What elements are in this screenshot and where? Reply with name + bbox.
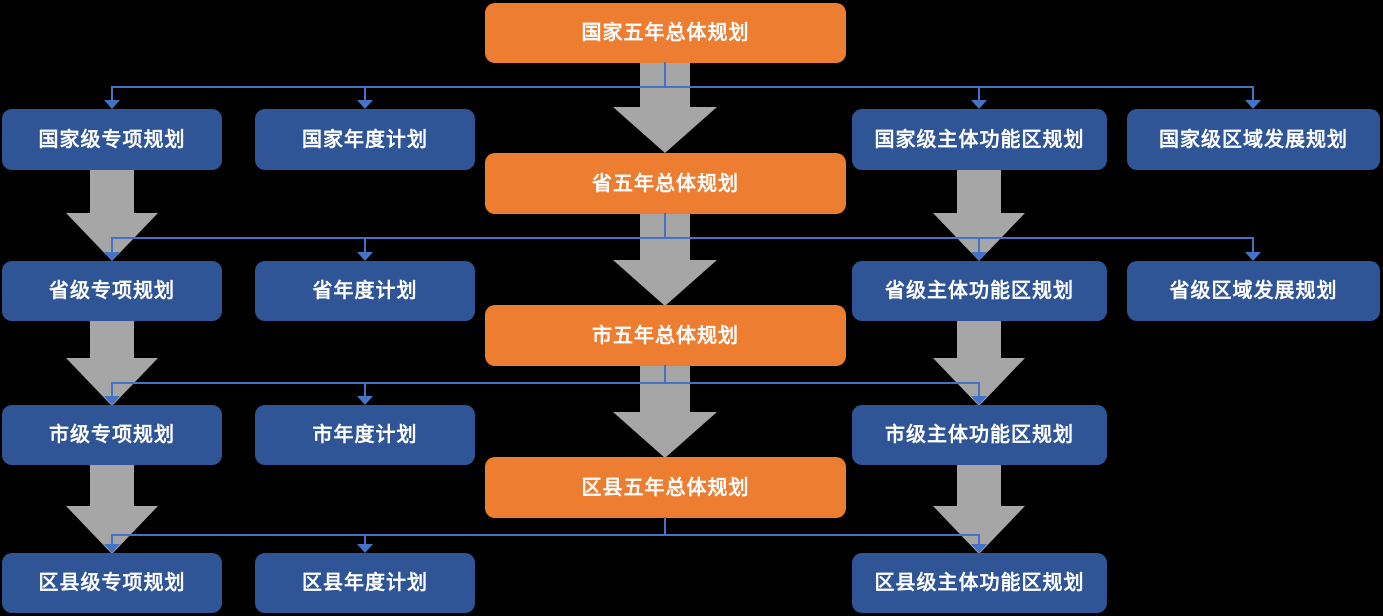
node-municipal-special: 市级专项规划	[2, 405, 222, 465]
flow-arrow-head	[613, 107, 717, 153]
drop-stub	[364, 534, 366, 546]
drop-stub	[1252, 86, 1254, 102]
down-arrowhead-icon	[357, 252, 373, 261]
node-municipal-annual: 市年度计划	[255, 405, 475, 465]
flow-arrow-shaft	[90, 321, 134, 358]
connector-stub-provincial	[664, 213, 666, 239]
drop-stub	[111, 237, 113, 254]
down-arrowhead-icon	[104, 252, 120, 261]
drop-stub	[978, 382, 980, 398]
flow-arrow-shaft	[957, 170, 1001, 213]
node-county-special: 区县级专项规划	[2, 553, 222, 613]
node-national-main-function-zone: 国家级主体功能区规划	[852, 109, 1107, 170]
drop-stub	[364, 382, 366, 398]
node-provincial-regional-development: 省级区域发展规划	[1127, 261, 1380, 321]
connector-line-municipal	[111, 382, 980, 384]
flow-arrow-shaft	[90, 170, 134, 213]
node-provincial-five-year-overall: 省五年总体规划	[485, 153, 846, 214]
flow-arrow-shaft	[957, 465, 1001, 506]
flow-arrow-function-zone-3	[933, 465, 1025, 554]
connector-line-national	[111, 86, 1254, 88]
drop-stub	[1252, 237, 1254, 254]
down-arrowhead-icon	[357, 100, 373, 109]
node-national-regional-development: 国家级区域发展规划	[1127, 109, 1380, 170]
connector-stub-county	[664, 517, 666, 536]
down-arrowhead-icon	[971, 544, 987, 553]
down-arrowhead-icon	[104, 100, 120, 109]
down-arrowhead-icon	[357, 396, 373, 405]
node-county-main-function-zone: 区县级主体功能区规划	[852, 553, 1107, 613]
node-municipal-five-year-overall: 市五年总体规划	[485, 305, 846, 366]
flow-arrow-shaft	[957, 321, 1001, 358]
drop-stub	[978, 86, 980, 102]
drop-stub	[111, 534, 113, 546]
flow-arrow-head	[613, 412, 717, 458]
node-provincial-main-function-zone: 省级主体功能区规划	[852, 261, 1107, 321]
connector-stub-municipal	[664, 365, 666, 384]
down-arrowhead-icon	[357, 544, 373, 553]
node-provincial-annual: 省年度计划	[255, 261, 475, 321]
down-arrowhead-icon	[1245, 252, 1261, 261]
drop-stub	[111, 86, 113, 102]
flow-arrow-shaft	[90, 465, 134, 506]
node-national-annual: 国家年度计划	[255, 109, 475, 170]
node-national-five-year-overall: 国家五年总体规划	[485, 3, 846, 63]
flow-arrow-head	[613, 260, 717, 306]
down-arrowhead-icon	[971, 252, 987, 261]
drop-stub	[111, 382, 113, 398]
connector-stub-national	[664, 62, 666, 88]
node-national-special: 国家级专项规划	[2, 109, 222, 170]
drop-stub	[978, 534, 980, 546]
drop-stub	[978, 237, 980, 254]
connector-line-provincial	[111, 237, 1254, 239]
node-municipal-main-function-zone: 市级主体功能区规划	[852, 405, 1107, 465]
node-county-annual: 区县年度计划	[255, 553, 475, 613]
node-provincial-special: 省级专项规划	[2, 261, 222, 321]
down-arrowhead-icon	[971, 100, 987, 109]
drop-stub	[364, 237, 366, 254]
drop-stub	[364, 86, 366, 102]
down-arrowhead-icon	[104, 396, 120, 405]
down-arrowhead-icon	[971, 396, 987, 405]
down-arrowhead-icon	[1245, 100, 1261, 109]
connector-line-county	[111, 534, 980, 536]
down-arrowhead-icon	[104, 544, 120, 553]
node-county-five-year-overall: 区县五年总体规划	[485, 457, 846, 518]
